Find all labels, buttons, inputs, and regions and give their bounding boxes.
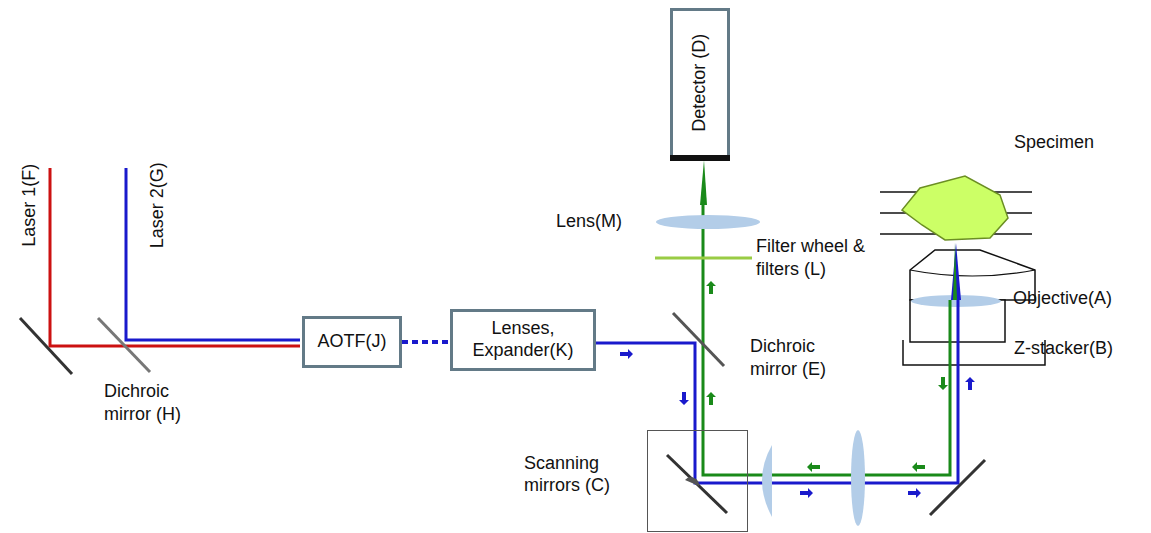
component-label: Scanning mirrors (C) [524, 453, 642, 496]
excitation-beam [590, 300, 958, 483]
filter [655, 257, 752, 260]
component-box: Detector (D) [670, 8, 730, 158]
dichroic-mirror [98, 318, 150, 372]
part-label: Objective(A) [1013, 287, 1112, 310]
part-label: Lens(M) [556, 210, 622, 233]
laser-beam [50, 168, 300, 346]
focus-cone [951, 243, 961, 300]
beam-connector [402, 340, 450, 344]
scan-pivot [685, 477, 699, 486]
emission-beam [703, 205, 950, 475]
component-label: Detector (D) [689, 34, 711, 132]
scan-mirror [667, 455, 727, 513]
detector-aperture [670, 155, 730, 161]
specimen-shape [902, 176, 1008, 240]
dichroic-mirror [673, 313, 724, 366]
beam-arrows [706, 281, 948, 472]
part-label: Dichroic mirror (H) [104, 380, 219, 425]
component-box: Lenses, Expander(K) [450, 309, 596, 371]
part-label: Laser 2(G) [146, 162, 169, 248]
objective-rim [910, 270, 1035, 276]
part-label: Laser 1(F) [19, 163, 42, 246]
part-label: Dichroic mirror (E) [750, 335, 865, 380]
tube-lens [851, 430, 865, 526]
scan-lens [762, 445, 772, 517]
detector-lens [656, 215, 760, 229]
mirror [20, 318, 72, 374]
part-label: Z-stacker(B) [1014, 337, 1113, 360]
focus-cone [953, 243, 957, 300]
component-box: AOTF(J) [302, 316, 402, 368]
component-label: Lenses, Expander(K) [453, 318, 593, 361]
part-label: Specimen [1014, 131, 1094, 154]
component-label: AOTF(J) [314, 331, 391, 353]
mirror [930, 460, 985, 515]
part-label: Filter wheel & filters (L) [756, 235, 906, 280]
scanner-box: Scanning mirrors (C) [647, 430, 748, 532]
emission-focus [700, 160, 707, 205]
